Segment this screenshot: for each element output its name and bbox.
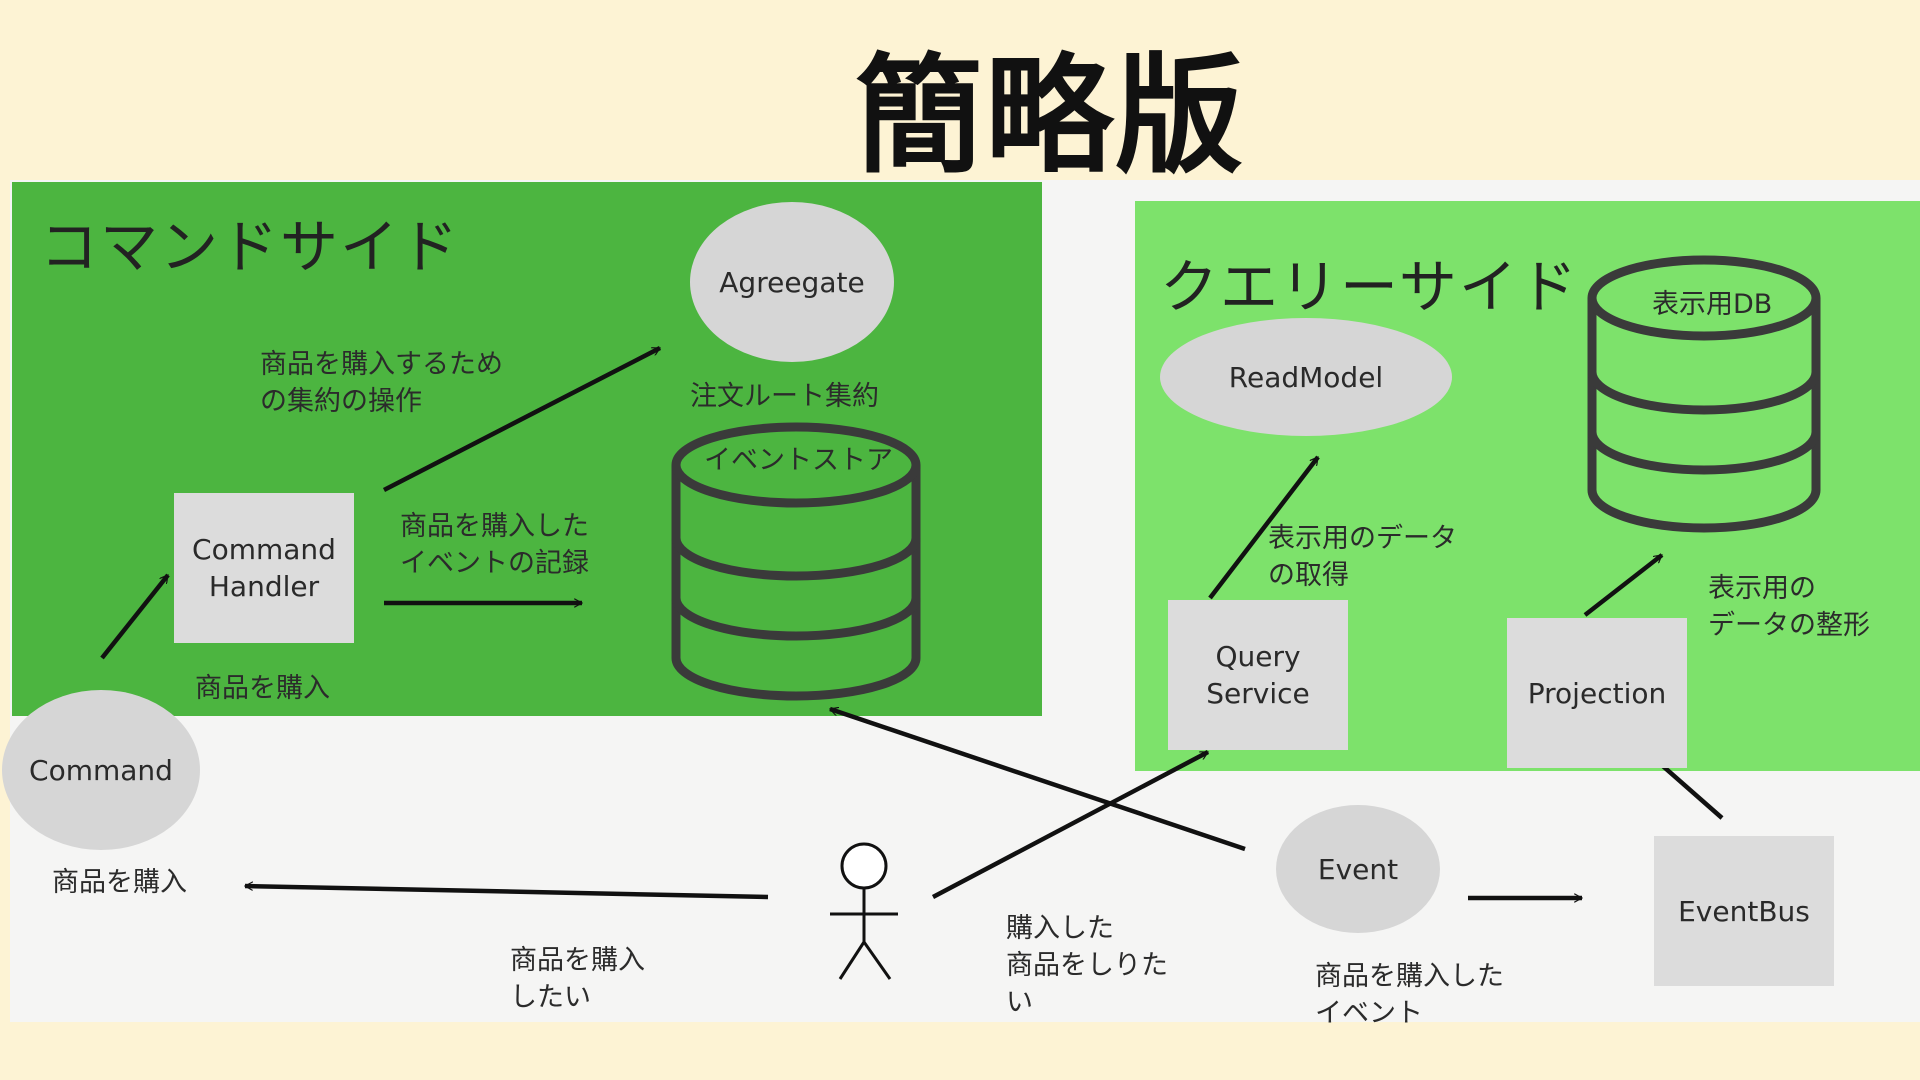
want-to-know-label: 購入した 商品をしりた い [1006, 913, 1168, 1018]
command-handler-node: Command Handler [174, 493, 354, 643]
query-side-title: クエリーサイド [1160, 253, 1579, 321]
bottom-purchase-label: 商品を購入 [52, 867, 187, 898]
purchase-label: 商品を購入 [195, 673, 330, 704]
event-node: Event [1276, 805, 1440, 933]
aggregate-caption: 注文ルート集約 [690, 381, 879, 412]
arrow-query-service-to-readmodel [1208, 455, 1320, 600]
want-to-buy-label: 商品を購入 したい [510, 945, 645, 1013]
display-db-cylinder [1587, 255, 1821, 533]
query-service-node: Query Service [1168, 600, 1348, 750]
arrow-handler-to-aggregate [382, 345, 660, 493]
data-shaping-label: 表示用の データの整形 [1708, 573, 1870, 641]
aggregate-operation-label: 商品を購入するため の集約の操作 [260, 349, 503, 417]
arrow-projection-to-db [1583, 553, 1664, 617]
arrow-user-to-query-service [931, 750, 1208, 899]
event-store-label: イベントストア [704, 445, 893, 476]
display-db-label: 表示用DB [1652, 289, 1773, 320]
command-node: Command [2, 690, 200, 850]
readmodel-node: ReadModel [1160, 318, 1452, 436]
projection-node: Projection [1507, 618, 1687, 768]
eventbus-node: EventBus [1654, 836, 1834, 986]
event-record-label: 商品を購入した イベントの記録 [400, 511, 589, 579]
page-title: 簡略版 [854, 42, 1245, 191]
command-side-title: コマンドサイド [40, 213, 461, 281]
user-stick-figure [830, 842, 898, 980]
arrow-event-to-event-store [830, 709, 1246, 852]
arrow-user-to-command [245, 886, 769, 900]
event-store-cylinder [671, 422, 921, 701]
aggregate-node: Agreegate [690, 202, 894, 362]
data-fetch-label: 表示用のデータ の取得 [1268, 523, 1457, 591]
arrow-command-to-handler [100, 573, 170, 660]
event-caption: 商品を購入した イベント [1315, 961, 1504, 1029]
